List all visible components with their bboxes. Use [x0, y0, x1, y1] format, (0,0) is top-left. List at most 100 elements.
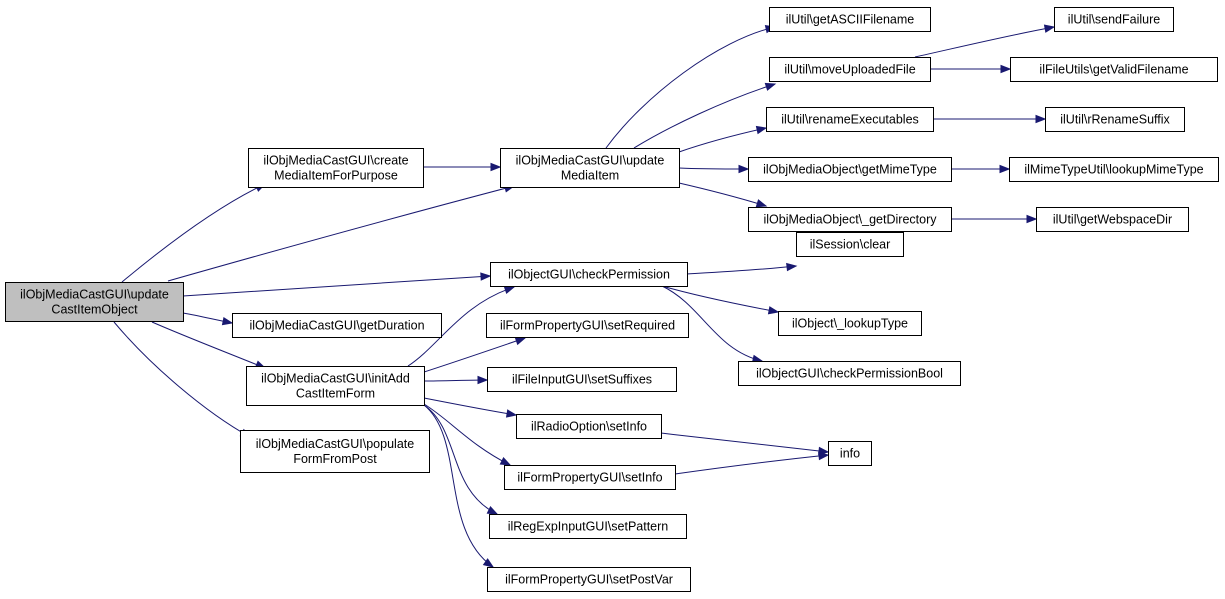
edge-radioinfo-to-info — [660, 432, 830, 456]
node-checkpermbool[interactable]: ilObjectGUI\checkPermissionBool — [738, 361, 961, 386]
node-box — [1009, 157, 1219, 182]
node-webspace[interactable]: ilUtil\getWebspaceDir — [1036, 207, 1189, 232]
node-box — [504, 465, 676, 490]
node-postvar[interactable]: ilFormPropertyGUI\setPostVar — [487, 567, 691, 592]
node-label: MediaItem — [561, 169, 619, 183]
node-moveupl[interactable]: ilUtil\moveUploadedFile — [769, 57, 931, 82]
node-setrequired[interactable]: ilFormPropertyGUI\setRequired — [486, 313, 689, 338]
node-box — [1045, 107, 1185, 132]
node-box — [748, 157, 952, 182]
arrowhead — [1035, 114, 1047, 124]
edge-line — [182, 275, 491, 297]
edge-line — [167, 185, 515, 282]
arrowhead — [767, 306, 780, 315]
arrowhead — [480, 272, 492, 281]
edge-line — [661, 285, 779, 313]
arrowhead — [786, 262, 798, 272]
node-label: ilObjMediaObject\getMimeType — [763, 163, 937, 177]
node-create[interactable]: ilObjMediaCastGUI\createMediaItemForPurp… — [248, 148, 424, 188]
edge-root-to-update_mi — [167, 184, 516, 282]
node-label: ilUtil\sendFailure — [1068, 13, 1160, 27]
edge-fpinfo-to-info — [674, 451, 830, 475]
edge-line — [605, 26, 776, 149]
edge-update_mi-to-getdir — [678, 182, 768, 208]
edge-initadd-to-radioinfo — [423, 397, 518, 418]
node-box — [738, 361, 961, 386]
edge-create-to-update_mi — [423, 162, 502, 172]
node-box — [490, 262, 688, 287]
arrowhead — [755, 125, 768, 135]
node-getdir[interactable]: ilObjMediaObject\_getDirectory — [748, 207, 952, 232]
edge-getmime-to-lookupmime — [950, 164, 1011, 174]
node-label: ilObjMediaCastGUI\create — [263, 154, 408, 168]
arrowhead — [755, 199, 768, 208]
node-checkperm[interactable]: ilObjectGUI\checkPermission — [490, 262, 688, 287]
arrowhead — [738, 164, 750, 174]
edge-line — [423, 404, 498, 515]
node-label: ilUtil\moveUploadedFile — [784, 63, 915, 77]
node-label: ilObjMediaCastGUI\populate — [256, 437, 414, 451]
node-label: ilUtil\rRenameSuffix — [1060, 113, 1170, 127]
node-validfn[interactable]: ilFileUtils\getValidFilename — [1010, 57, 1218, 82]
node-box — [796, 232, 904, 257]
node-box — [246, 366, 425, 406]
node-box — [769, 57, 931, 82]
node-pattern[interactable]: ilRegExpInputGUI\setPattern — [489, 514, 687, 539]
node-label: ilObjectGUI\checkPermission — [508, 268, 670, 282]
edge-line — [674, 454, 829, 475]
node-box — [248, 148, 424, 188]
arrowhead — [818, 451, 830, 461]
node-getmime[interactable]: ilObjMediaObject\getMimeType — [748, 157, 952, 182]
node-getduration[interactable]: ilObjMediaCastGUI\getDuration — [232, 313, 442, 338]
node-box — [1010, 57, 1218, 82]
node-box — [748, 207, 952, 232]
edge-initadd-to-pattern — [423, 404, 499, 515]
node-box — [487, 567, 691, 592]
node-label: ilSession\clear — [810, 238, 891, 252]
node-label: ilFormPropertyGUI\setInfo — [517, 471, 662, 485]
arrowhead — [486, 506, 499, 515]
edge-update_mi-to-renameexe — [678, 125, 768, 153]
node-box — [5, 282, 184, 322]
edge-line — [113, 321, 251, 438]
edge-line — [633, 83, 776, 149]
node-sessclear[interactable]: ilSession\clear — [796, 232, 904, 257]
edge-line — [423, 337, 526, 373]
node-getascii[interactable]: ilUtil\getASCIIFilename — [769, 7, 931, 32]
node-renameexe[interactable]: ilUtil\renameExecutables — [766, 107, 934, 132]
node-box — [489, 514, 687, 539]
node-fpinfo[interactable]: ilFormPropertyGUI\setInfo — [504, 465, 676, 490]
arrowhead — [505, 409, 518, 418]
node-info[interactable]: info — [828, 441, 872, 466]
node-setsuffixes[interactable]: ilFileInputGUI\setSuffixes — [487, 367, 677, 392]
node-lookupmime[interactable]: ilMimeTypeUtil\lookupMimeType — [1009, 157, 1219, 182]
node-label: ilUtil\renameExecutables — [781, 113, 919, 127]
node-label: ilObjectGUI\checkPermissionBool — [756, 367, 943, 381]
edges-layer — [113, 24, 1056, 568]
node-box — [769, 7, 931, 32]
node-lookuptype[interactable]: ilObject\_lookupType — [778, 311, 922, 336]
node-radioinfo[interactable]: ilRadioOption\setInfo — [516, 414, 662, 439]
arrowhead — [482, 558, 495, 568]
arrowhead — [1000, 64, 1012, 74]
edge-moveupl-to-validfn — [930, 64, 1012, 74]
node-box — [500, 148, 680, 188]
edge-root-to-create — [121, 183, 267, 283]
edge-update_mi-to-moveupl — [633, 82, 777, 149]
node-label: MediaItemForPurpose — [274, 169, 398, 183]
node-sendfail[interactable]: ilUtil\sendFailure — [1054, 7, 1174, 32]
node-rrename[interactable]: ilUtil\rRenameSuffix — [1045, 107, 1185, 132]
edge-moveupl-to-sendfail — [914, 24, 1056, 58]
node-label: ilRegExpInputGUI\setPattern — [508, 520, 669, 534]
edge-root-to-getduration — [182, 312, 234, 326]
edge-line — [914, 26, 1055, 58]
node-label: ilObjMediaCastGUI\update — [516, 154, 665, 168]
edge-line — [660, 432, 829, 453]
node-label: ilFormPropertyGUI\setRequired — [500, 319, 675, 333]
